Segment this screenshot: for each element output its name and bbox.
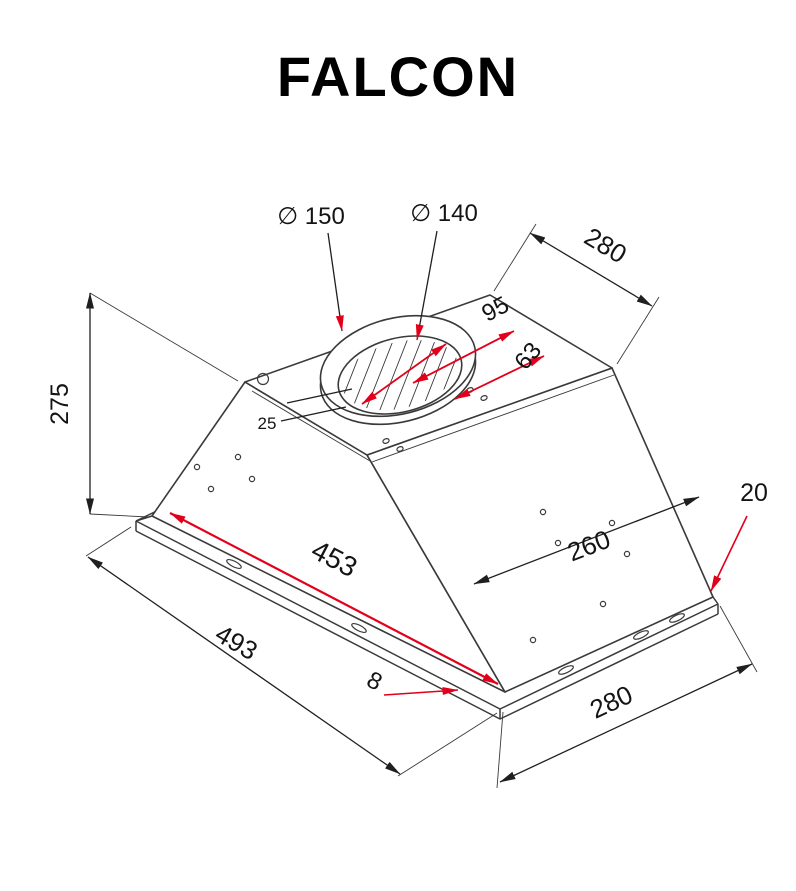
tick-line (280, 406, 347, 422)
label-base-depth-280: 280 (585, 679, 637, 725)
label-dia-outer: ∅ 150 (277, 203, 345, 230)
label-dia-inner: ∅ 140 (410, 200, 478, 227)
tick-line (286, 388, 353, 404)
extension-line (616, 296, 660, 365)
flange-corner-ties (135, 515, 719, 605)
label-top-depth-280: 280 (579, 221, 632, 269)
label-flange-thickness-8: 8 (362, 666, 386, 696)
extension-line (85, 526, 132, 557)
fold-line-right (371, 374, 615, 463)
label-offset-25: 25 (258, 414, 277, 433)
dimension-line (499, 663, 753, 783)
dimension-line (87, 556, 401, 775)
dimension-flange-thickness-8: 8 (362, 666, 459, 696)
leader-line (327, 232, 344, 332)
leader-line (710, 515, 748, 592)
extension-line (397, 712, 498, 777)
dimension-flange-width-20: 20 (710, 479, 768, 592)
depth-arrow (473, 496, 700, 585)
extension-line (496, 711, 504, 789)
label-height-275: 275 (46, 383, 74, 425)
leader-line (415, 230, 438, 341)
dimension-offset-25: 25 (258, 388, 353, 433)
extension-line (89, 292, 239, 382)
fold-line-left (251, 390, 371, 462)
extension-line (89, 513, 149, 518)
dimension-height-275: 275 (46, 292, 239, 518)
product-title: FALCON (276, 45, 520, 108)
leader-line (383, 687, 459, 696)
label-flange-width-20: 20 (740, 479, 768, 507)
offset-arrow (454, 355, 545, 400)
extension-line (719, 605, 758, 673)
dimension-dia-140: ∅ 140 (361, 200, 478, 405)
extension-line (493, 223, 537, 292)
label-outer-length-493: 493 (210, 618, 263, 666)
dimension-dia-150: ∅ 150 (277, 203, 345, 332)
dimension-line (529, 232, 653, 307)
